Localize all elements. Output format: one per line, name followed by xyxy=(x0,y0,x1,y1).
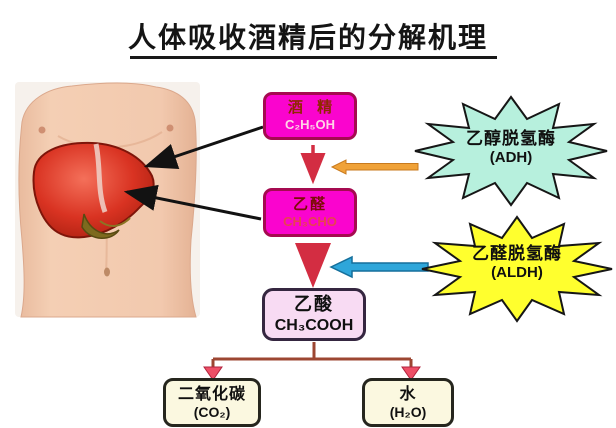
aldh-name: 乙醛脱氢酶 xyxy=(472,244,562,263)
carbon-dioxide-formula: (CO₂) xyxy=(193,403,231,420)
acetic-acid-label: 乙酸 xyxy=(294,294,334,315)
nipple-left xyxy=(38,126,46,134)
carbon-dioxide-node: 二氧化碳 (CO₂) xyxy=(163,378,261,427)
water-node: 水 (H₂O) xyxy=(362,378,454,427)
aldh-action-arrow xyxy=(329,255,429,279)
alcohol-formula: C₂H₅OH xyxy=(284,117,335,133)
adh-name: 乙醇脱氢酶 xyxy=(466,129,556,148)
falciform-ligament xyxy=(93,143,108,213)
pointer-line-acetaldehyde-liver xyxy=(123,184,262,221)
alcohol-node: 酒 精 C₂H₅OH xyxy=(263,92,357,140)
acetaldehyde-node: 乙醛 CH₃CHO xyxy=(263,188,357,237)
branch-arrowhead-water xyxy=(401,366,421,381)
branch-connector xyxy=(211,342,413,368)
adh-burst-shape xyxy=(414,95,608,207)
aldh-burst-shape xyxy=(421,215,613,323)
navel xyxy=(104,267,110,277)
branch-arrowhead-co2 xyxy=(203,366,223,381)
water-label: 水 xyxy=(399,385,417,403)
acetic-acid-formula: CH₃COOH xyxy=(274,316,354,334)
adh-action-arrow xyxy=(330,159,419,175)
nipple-right xyxy=(166,124,174,132)
alcohol-label: 酒 精 xyxy=(287,99,338,117)
liver-torso-photo xyxy=(15,82,200,318)
acetaldehyde-label: 乙醛 xyxy=(292,195,327,213)
bile-duct xyxy=(99,217,131,227)
water-formula: (H₂O) xyxy=(389,403,427,420)
pointer-line-alcohol-liver xyxy=(143,125,264,170)
title-underline xyxy=(130,56,497,59)
aldh-abbr: (ALDH) xyxy=(491,264,543,282)
gallbladder xyxy=(81,213,120,239)
adh-enzyme-label: 乙醇脱氢酶 (ADH) xyxy=(430,128,592,168)
carbon-dioxide-label: 二氧化碳 xyxy=(177,385,246,403)
acetaldehyde-formula: CH₃CHO xyxy=(283,213,337,229)
aldh-enzyme-label: 乙醛脱氢酶 (ALDH) xyxy=(436,243,598,283)
page-title: 人体吸收酒精后的分解机理 xyxy=(127,22,488,53)
adh-abbr: (ADH) xyxy=(489,149,533,167)
acetic-acid-node: 乙酸 CH₃COOH xyxy=(262,288,366,341)
